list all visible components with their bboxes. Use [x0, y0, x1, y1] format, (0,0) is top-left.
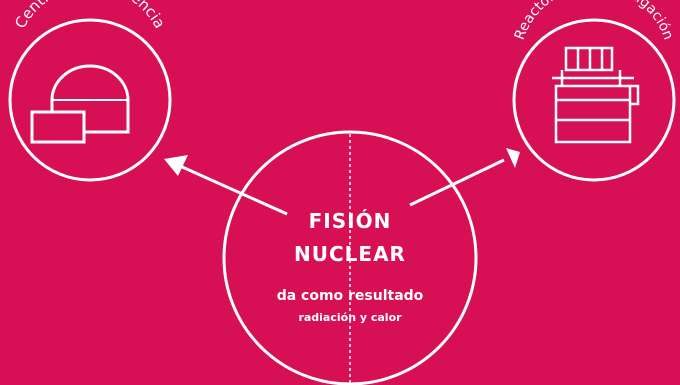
power-plants-label: Centrales de potencia	[11, 0, 169, 32]
research-reactor-icon	[552, 46, 640, 144]
arrow-to-research-reactors	[409, 148, 520, 207]
fission-detail: radiación y calor	[298, 311, 402, 324]
fission-subtitle: da como resultado	[276, 288, 424, 304]
fission-title-line1: FISIÓN	[308, 209, 392, 233]
power-plants-node: Centrales de potencia	[8, 0, 172, 182]
fission-circle	[222, 130, 478, 385]
power-plant-dome-icon	[30, 64, 130, 144]
arrow-to-power-plants	[164, 155, 288, 216]
svg-text:Centrales de potencia: Centrales de potencia	[11, 0, 169, 32]
fission-title-line2: NUCLEAR	[294, 242, 406, 266]
research-reactors-node: Reactores de investigación	[512, 0, 676, 182]
power-plants-circle	[8, 18, 172, 182]
research-reactors-circle	[512, 18, 676, 182]
fission-node	[222, 130, 478, 385]
